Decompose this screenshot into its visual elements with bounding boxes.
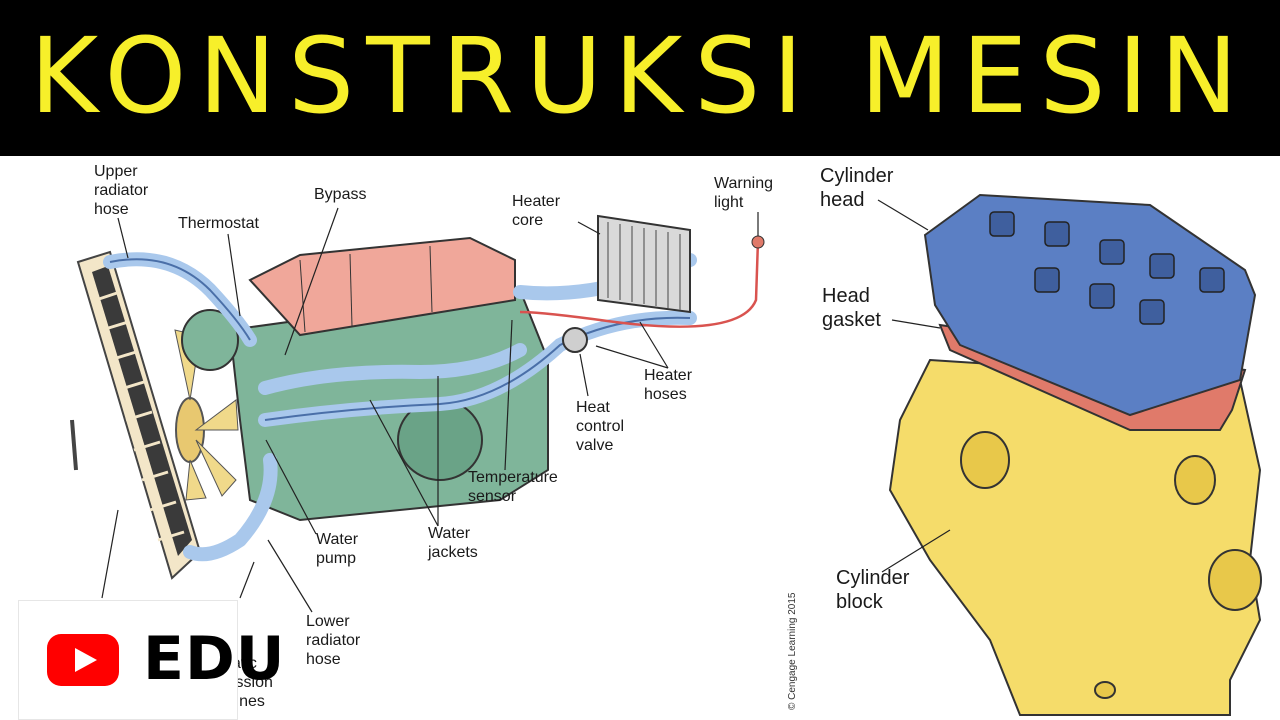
radiator	[70, 250, 202, 580]
label-thermostat: Thermostat	[178, 215, 259, 232]
fan	[174, 329, 239, 501]
label-water-jackets: Water jackets	[428, 525, 478, 561]
label-lower-radiator-hose: Lower radiator hose	[306, 613, 361, 668]
warning-light-wire	[519, 239, 760, 328]
cylinder-head-shape	[923, 193, 1257, 417]
warning-light-bulb	[751, 235, 765, 249]
label-heater-hoses: Heater hoses	[644, 367, 693, 403]
label-cylinder-block: Cylinder block	[836, 567, 910, 613]
engine-illustration	[70, 193, 1262, 716]
label-cylinder-head: Cylinder head	[820, 165, 894, 211]
label-heater-core: Heater core	[512, 193, 561, 229]
label-temperature-sensor: Temperature sensor	[468, 469, 558, 505]
page-title: KONSTRUKSI MESIN	[30, 15, 1250, 137]
label-water-pump: Water pump	[316, 531, 359, 567]
label-upper-radiator-hose: Upper radiator hose	[94, 163, 149, 218]
label-transmission-lines: atic ission lines	[232, 655, 273, 710]
label-head-gasket: Head gasket	[822, 285, 881, 331]
heater-core	[597, 214, 691, 314]
label-warning-light: Warning light	[714, 175, 773, 211]
youtube-play-icon	[47, 634, 119, 686]
heat-control-valve-body	[562, 327, 588, 353]
label-bypass: Bypass	[314, 186, 367, 203]
cylinder-block-shape	[888, 358, 1262, 716]
edu-badge: EDU	[18, 600, 285, 720]
edu-label: EDU	[143, 624, 286, 694]
copyright-notice: © Cengage Learning 2015	[787, 592, 798, 710]
label-heat-control-valve: Heat control valve	[576, 399, 625, 454]
title-bar: KONSTRUKSI MESIN	[0, 0, 1280, 156]
